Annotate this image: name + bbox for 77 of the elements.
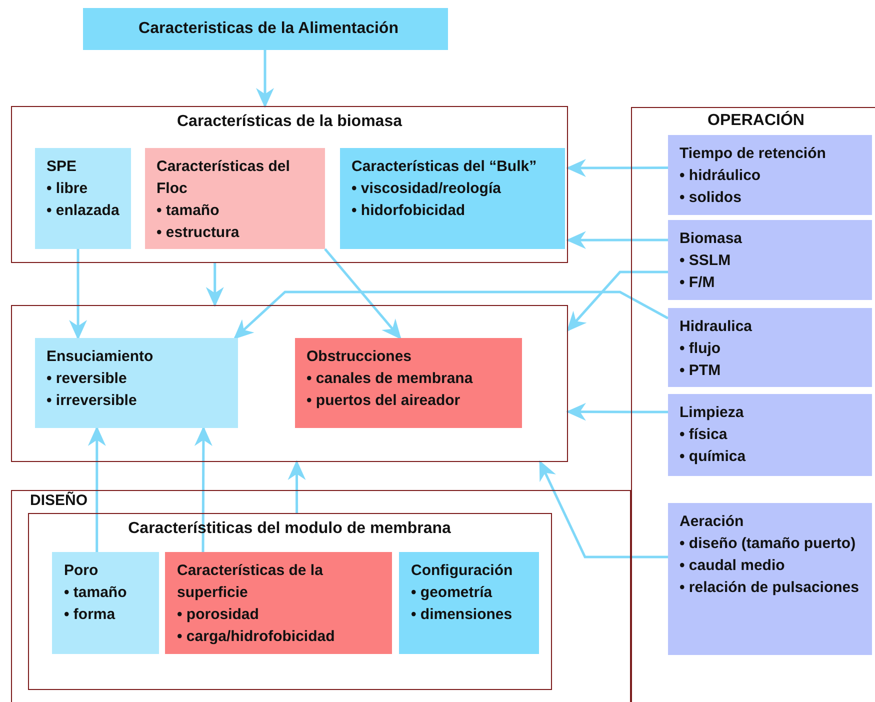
process-box <box>668 308 872 386</box>
process-box <box>34 148 130 248</box>
bullet-item: • puertos del aireador <box>306 390 462 410</box>
arrow <box>566 270 668 332</box>
bullet-item: • carga/hidrofobicidad <box>177 627 336 647</box>
arrow <box>69 249 88 340</box>
arrow <box>288 460 306 513</box>
group-title: DISEÑO <box>30 492 88 509</box>
box-heading: Biomasa <box>680 228 744 248</box>
bullet-item: • libre <box>46 178 89 198</box>
process-box <box>668 502 872 654</box>
arrow <box>566 231 668 250</box>
bullet-item: • química <box>680 446 747 466</box>
bullet-item: • dimensiones <box>411 605 514 625</box>
bullet-item: • SSLM <box>680 250 732 270</box>
bullet-item: • solidos <box>680 188 742 208</box>
arrow <box>324 248 402 340</box>
group-box <box>631 107 875 702</box>
bullet-item: • física <box>680 424 728 444</box>
process-box <box>668 220 872 300</box>
bullet-item: • canales de membrana <box>306 368 474 388</box>
bullet-item: • F/M <box>680 272 716 292</box>
arrow <box>539 460 668 558</box>
bullet-item: • estructura <box>156 222 240 242</box>
box-heading: Ensuciamiento <box>46 346 154 366</box>
box-heading: Obstrucciones <box>306 346 413 366</box>
box-heading: Tiempo de retención <box>680 144 827 164</box>
group-box <box>11 305 568 462</box>
box-heading: Limpieza <box>680 402 745 422</box>
box-heading: Hidraulica <box>680 316 754 336</box>
bullet-item: • tamaño <box>156 200 220 220</box>
bullet-item: • tamaño <box>64 583 128 603</box>
box-heading: Poro <box>64 561 100 581</box>
bullet-item: • geometría <box>411 583 494 603</box>
bullet-item: • caudal medio <box>680 556 786 576</box>
group-box <box>28 512 552 690</box>
bullet-item: • flujo <box>680 338 722 358</box>
process-box <box>83 8 448 50</box>
bullet-item: • forma <box>64 605 116 625</box>
box-heading: SPE <box>46 156 78 176</box>
arrow <box>566 402 668 421</box>
arrow <box>88 426 106 553</box>
arrow <box>233 290 669 340</box>
group-title: Característiticas del modulo de membrana <box>127 520 452 538</box>
group-box <box>11 490 631 702</box>
bullet-item: • reversible <box>46 368 128 388</box>
process-box <box>294 338 522 428</box>
process-box <box>144 148 324 248</box>
bullet-item: • relación de pulsaciones <box>680 578 860 598</box>
process-box <box>399 552 539 654</box>
process-box <box>668 394 872 476</box>
group-title: OPERACIÓN <box>706 112 806 130</box>
box-heading: Características de la superficie <box>177 561 324 603</box>
bullet-item: • irreversible <box>46 390 138 410</box>
arrow <box>194 426 212 553</box>
arrow <box>206 263 224 307</box>
box-heading: Configuración <box>411 561 514 581</box>
process-box <box>34 338 238 428</box>
bullet-item: • hidráulico <box>680 166 762 186</box>
group-box <box>11 106 568 263</box>
bullet-item: • viscosidad/reología <box>352 178 502 198</box>
arrow <box>566 158 668 177</box>
process-box <box>165 552 392 654</box>
process-box <box>52 552 159 654</box>
bullet-item: • enlazada <box>46 200 120 220</box>
box-heading: Características del “Bulk” <box>352 156 538 176</box>
group-title: Características de la biomasa <box>176 113 404 131</box>
bullet-item: • porosidad <box>177 605 260 625</box>
bullet-item: • hidorfobicidad <box>352 200 466 220</box>
bullet-item: • diseño (tamaño puerto) <box>680 534 857 554</box>
bullet-item: • PTM <box>680 360 722 380</box>
process-box <box>340 148 564 248</box>
box-heading: Características del Floc <box>156 156 291 198</box>
box-heading: Aeración <box>680 512 745 532</box>
box-heading: Caracteristicas de la Alimentación <box>138 19 400 39</box>
process-box <box>668 134 872 214</box>
arrow <box>256 50 274 108</box>
